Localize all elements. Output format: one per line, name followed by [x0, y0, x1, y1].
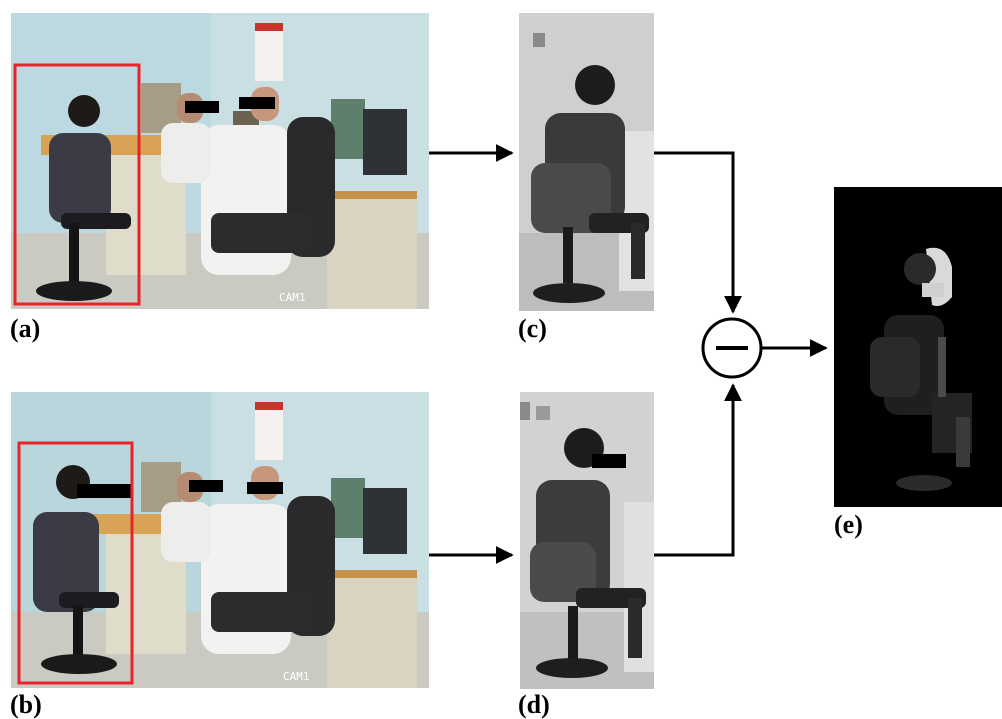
minus-circle-icon — [701, 317, 763, 379]
caption-a: (a) — [10, 314, 41, 343]
caption-c: (c) — [518, 314, 547, 343]
arrow-c-to-minus — [654, 151, 742, 314]
camera-label: CAM1 — [283, 670, 310, 683]
camera-label: CAM1 — [279, 291, 306, 304]
difference-e-photo — [834, 187, 1002, 507]
crop-c-grayscale-photo — [519, 13, 654, 311]
arrow-d-to-minus — [654, 383, 742, 557]
caption-e: (e) — [834, 510, 863, 539]
caption-d: (d) — [518, 690, 550, 719]
caption-b: (b) — [10, 690, 42, 719]
crop-d-grayscale-photo — [520, 392, 654, 689]
frame-a-photo: CAM1 — [11, 13, 429, 309]
frame-b-photo: CAM1 — [11, 392, 429, 688]
